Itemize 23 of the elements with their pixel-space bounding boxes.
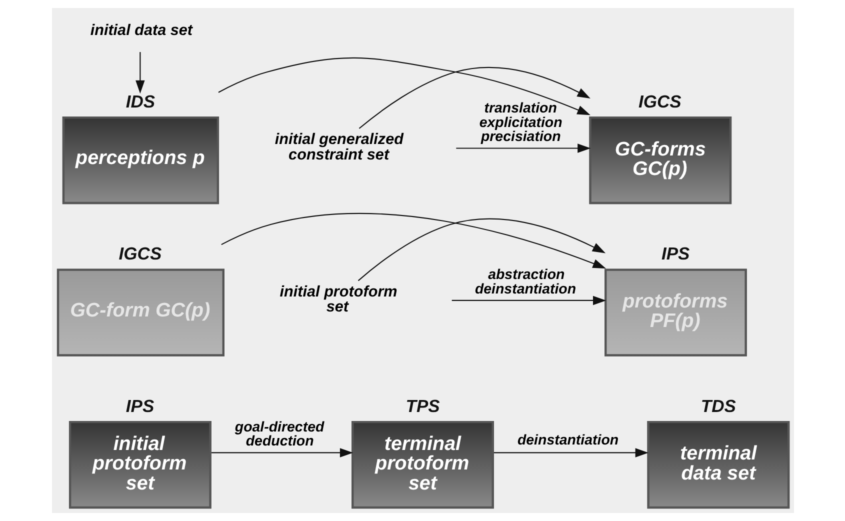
edge-label: deinstantiation [516, 432, 618, 448]
arrow [493, 448, 648, 458]
edge-label: abstraction deinstantiation [474, 267, 576, 298]
arrow [357, 218, 606, 282]
arrow [135, 52, 144, 94]
arrow [210, 448, 353, 458]
node-label: IPS [660, 244, 690, 264]
edge-label: goal-directed deduction [234, 419, 324, 450]
node-label: IGCS [638, 92, 681, 112]
node-text: initial protoform set [279, 283, 397, 316]
arrow [218, 57, 590, 116]
node-label: IPS [125, 396, 154, 416]
node-text: initial generalized constraint set [274, 131, 403, 164]
node-label: IDS [125, 92, 155, 112]
node-text: initial data set [90, 22, 192, 40]
node-label: TPS [405, 396, 440, 416]
node-label: TDS [700, 396, 736, 416]
node-label: IGCS [118, 244, 162, 264]
arrow [358, 66, 590, 129]
arrow [451, 296, 606, 306]
edge-label: translation explicitation precisiation [478, 100, 562, 146]
arrow [220, 212, 606, 268]
arrow [456, 144, 590, 153]
